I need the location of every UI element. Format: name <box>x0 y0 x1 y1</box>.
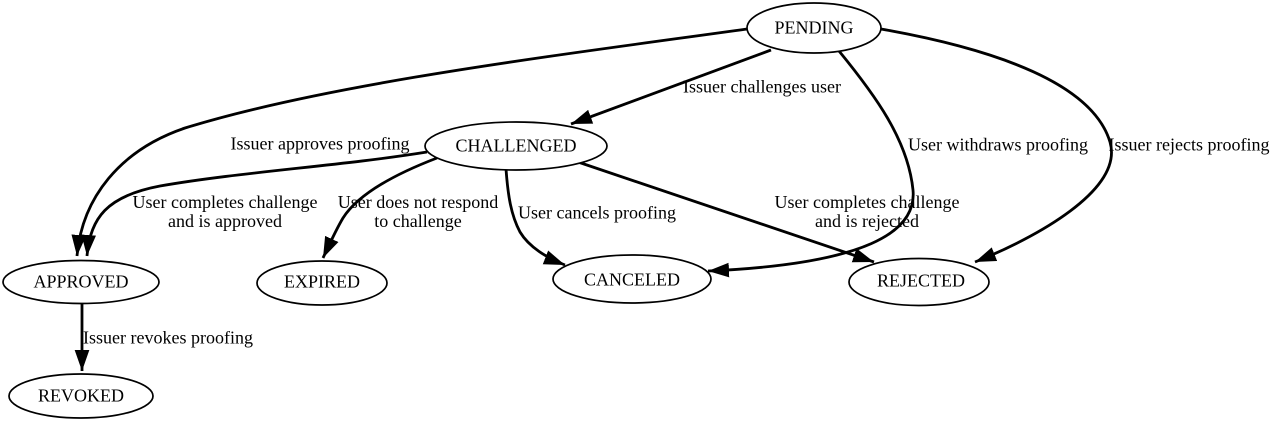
node-approved-label: APPROVED <box>33 271 129 292</box>
edge-challenged-expired <box>321 156 438 259</box>
edge-label-pending-canceled: User withdraws proofing <box>908 134 1088 155</box>
node-pending <box>746 2 882 54</box>
edge-label-pending-rejected: Issuer rejects proofing <box>1108 134 1270 155</box>
edge-label-challenged-expired: User does not respond to challenge <box>338 193 498 231</box>
node-challenged-label: CHALLENGED <box>455 135 577 156</box>
edge-pending-rejected <box>880 27 1113 264</box>
edge-label-approved-revoked: Issuer revokes proofing <box>83 327 253 348</box>
edge-pending-approved <box>71 27 748 257</box>
node-rejected-label: REJECTED <box>877 270 965 291</box>
edge-label-line: User does not respond <box>337 192 499 212</box>
node-expired-label: EXPIRED <box>284 271 360 292</box>
edge-label-line: and is rejected <box>815 211 919 231</box>
edge-label-line: to challenge <box>374 211 462 231</box>
edge-label-pending-approved: Issuer approves proofing <box>230 133 410 154</box>
edge-label-pending-challenged: Issuer challenges user <box>683 76 841 97</box>
edge-pending-challenged <box>570 48 772 126</box>
node-canceled <box>552 254 712 304</box>
edge-pending-canceled <box>707 50 915 278</box>
node-canceled-label: CANCELED <box>584 269 680 290</box>
node-revoked-label: REVOKED <box>38 385 124 406</box>
edge-challenged-canceled <box>504 168 566 267</box>
node-revoked <box>8 373 154 419</box>
edge-label-line: User completes challenge <box>132 192 318 212</box>
node-challenged <box>424 121 608 171</box>
node-rejected <box>848 257 990 307</box>
edge-label-challenged-canceled: User cancels proofing <box>518 202 676 223</box>
edge-label-challenged-approved: User completes challenge and is approved <box>133 193 318 231</box>
node-approved <box>2 259 160 305</box>
node-pending-label: PENDING <box>774 17 854 38</box>
edge-challenged-rejected <box>577 160 875 264</box>
edge-challenged-approved <box>81 150 428 257</box>
node-expired <box>256 260 388 306</box>
edge-label-line: and is approved <box>168 211 282 231</box>
edge-label-challenged-rejected: User completes challenge and is rejected <box>775 193 960 231</box>
edge-label-line: User completes challenge <box>774 192 960 212</box>
